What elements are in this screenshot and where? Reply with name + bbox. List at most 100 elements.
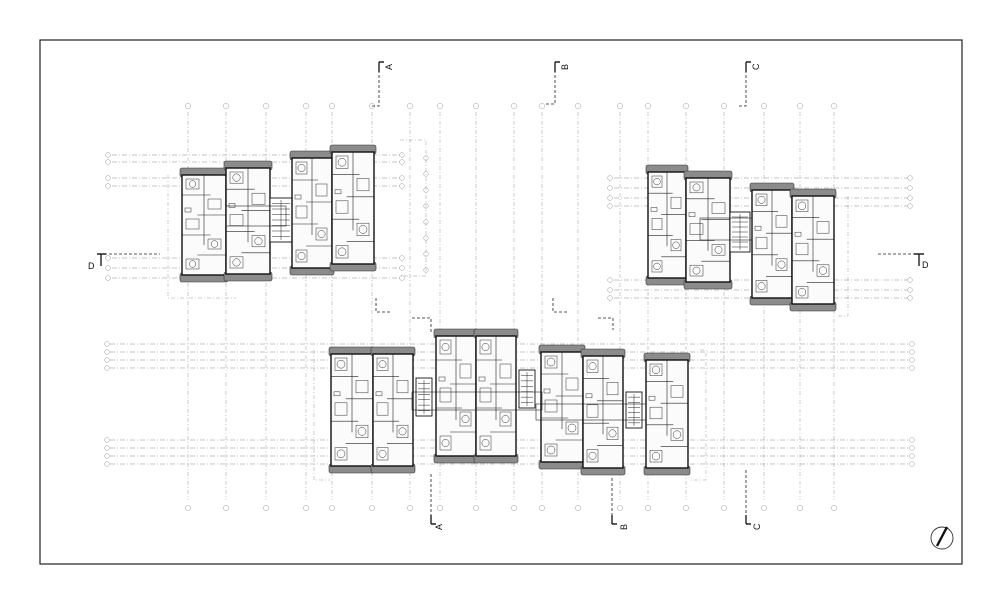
- furniture: [818, 266, 828, 275]
- furniture: [376, 402, 389, 416]
- stair-core: [269, 197, 293, 243]
- section-label-top-b: B: [560, 64, 570, 70]
- grid-bubble: [607, 277, 613, 283]
- grid-bubble: [399, 265, 405, 271]
- grid-bubble: [104, 341, 110, 347]
- furniture: [232, 173, 241, 182]
- furniture: [692, 183, 701, 192]
- furniture: [441, 439, 450, 447]
- section-marker-bottom-c: C: [745, 470, 762, 530]
- furniture: [499, 363, 512, 379]
- furniture: [689, 223, 704, 235]
- furniture: [317, 230, 326, 238]
- grid-bubble: [407, 505, 413, 511]
- furniture: [479, 435, 492, 451]
- furniture: [251, 235, 266, 248]
- grid-bubble: [683, 505, 689, 511]
- furniture: [207, 198, 222, 210]
- grid-bubble: [105, 275, 111, 281]
- furniture: [295, 161, 308, 175]
- grid-bubble: [437, 103, 443, 109]
- grid-bubble: [223, 103, 229, 109]
- grid-bubble: [105, 152, 111, 158]
- furniture: [229, 171, 244, 184]
- furniture: [295, 249, 308, 263]
- apartment-unit: [223, 160, 273, 282]
- furniture: [254, 237, 263, 246]
- furniture: [396, 424, 409, 438]
- furniture: [441, 343, 450, 351]
- grid-bubble: [721, 103, 727, 109]
- corridor: [535, 403, 647, 421]
- grid-bubble: [303, 505, 309, 511]
- grid-bubble: [329, 103, 335, 109]
- grid-bubble: [907, 277, 913, 283]
- furniture: [608, 429, 617, 438]
- apartment-unit: [645, 164, 689, 286]
- section-markers: A B C A B C: [88, 61, 929, 530]
- furniture: [439, 339, 452, 355]
- grid-bubble: [683, 103, 689, 109]
- furniture: [711, 244, 726, 256]
- grid-bubble: [104, 453, 110, 459]
- apartment-unit: [643, 352, 691, 476]
- furniture: [672, 241, 680, 249]
- grid-bubble: [907, 287, 913, 293]
- furniture: [757, 195, 766, 204]
- furniture: [335, 155, 349, 169]
- grid-bubble: [575, 103, 581, 109]
- grid-bubble: [607, 195, 613, 201]
- furniture: [228, 203, 236, 208]
- furniture: [439, 435, 452, 451]
- apartment-unit: [473, 328, 519, 464]
- grid-bubble: [607, 203, 613, 209]
- furniture: [229, 256, 244, 269]
- grid-bubble: [607, 295, 613, 301]
- grid-bubble: [831, 103, 837, 109]
- apartment-unit: [683, 170, 733, 290]
- grid-bubble: [539, 103, 545, 109]
- furniture: [586, 404, 599, 418]
- furniture: [775, 215, 788, 228]
- furniture: [232, 258, 241, 267]
- furniture: [336, 359, 346, 369]
- furniture: [479, 387, 492, 403]
- grid-bubble: [104, 461, 110, 467]
- grid-bubble: [407, 103, 413, 109]
- grid-bubble: [104, 445, 110, 451]
- grid-bubble: [399, 183, 405, 189]
- cut-mark: [552, 298, 568, 313]
- furniture: [606, 382, 619, 396]
- grid-bubble: [105, 159, 111, 165]
- apartment-unit: [580, 348, 626, 476]
- furniture: [755, 193, 768, 206]
- furniture: [459, 363, 472, 379]
- grid-line: [400, 139, 427, 277]
- grid-bubble: [511, 103, 517, 109]
- furniture: [648, 395, 656, 401]
- furniture: [294, 194, 302, 200]
- grid-bubble: [909, 437, 915, 443]
- corridor: [699, 217, 753, 241]
- section-marker-top-b: B: [546, 61, 570, 105]
- furniture: [794, 231, 802, 237]
- grid-bubble: [511, 505, 517, 511]
- grid-bubble: [185, 505, 191, 511]
- cut-mark: [412, 317, 432, 332]
- furniture: [478, 376, 486, 382]
- furniture: [649, 450, 663, 463]
- furniture: [651, 365, 661, 374]
- furniture: [757, 282, 766, 291]
- furniture: [398, 427, 407, 436]
- grid-bubble: [473, 103, 479, 109]
- furniture: [653, 262, 661, 270]
- furniture: [651, 175, 663, 188]
- furniture: [692, 266, 701, 275]
- furniture: [755, 280, 768, 293]
- furniture: [670, 239, 682, 252]
- section-marker-top-a: A: [371, 61, 394, 107]
- section-marker-bottom-a: A: [430, 474, 444, 530]
- furniture: [479, 339, 492, 355]
- grid-bubble: [105, 183, 111, 189]
- furniture: [358, 225, 368, 234]
